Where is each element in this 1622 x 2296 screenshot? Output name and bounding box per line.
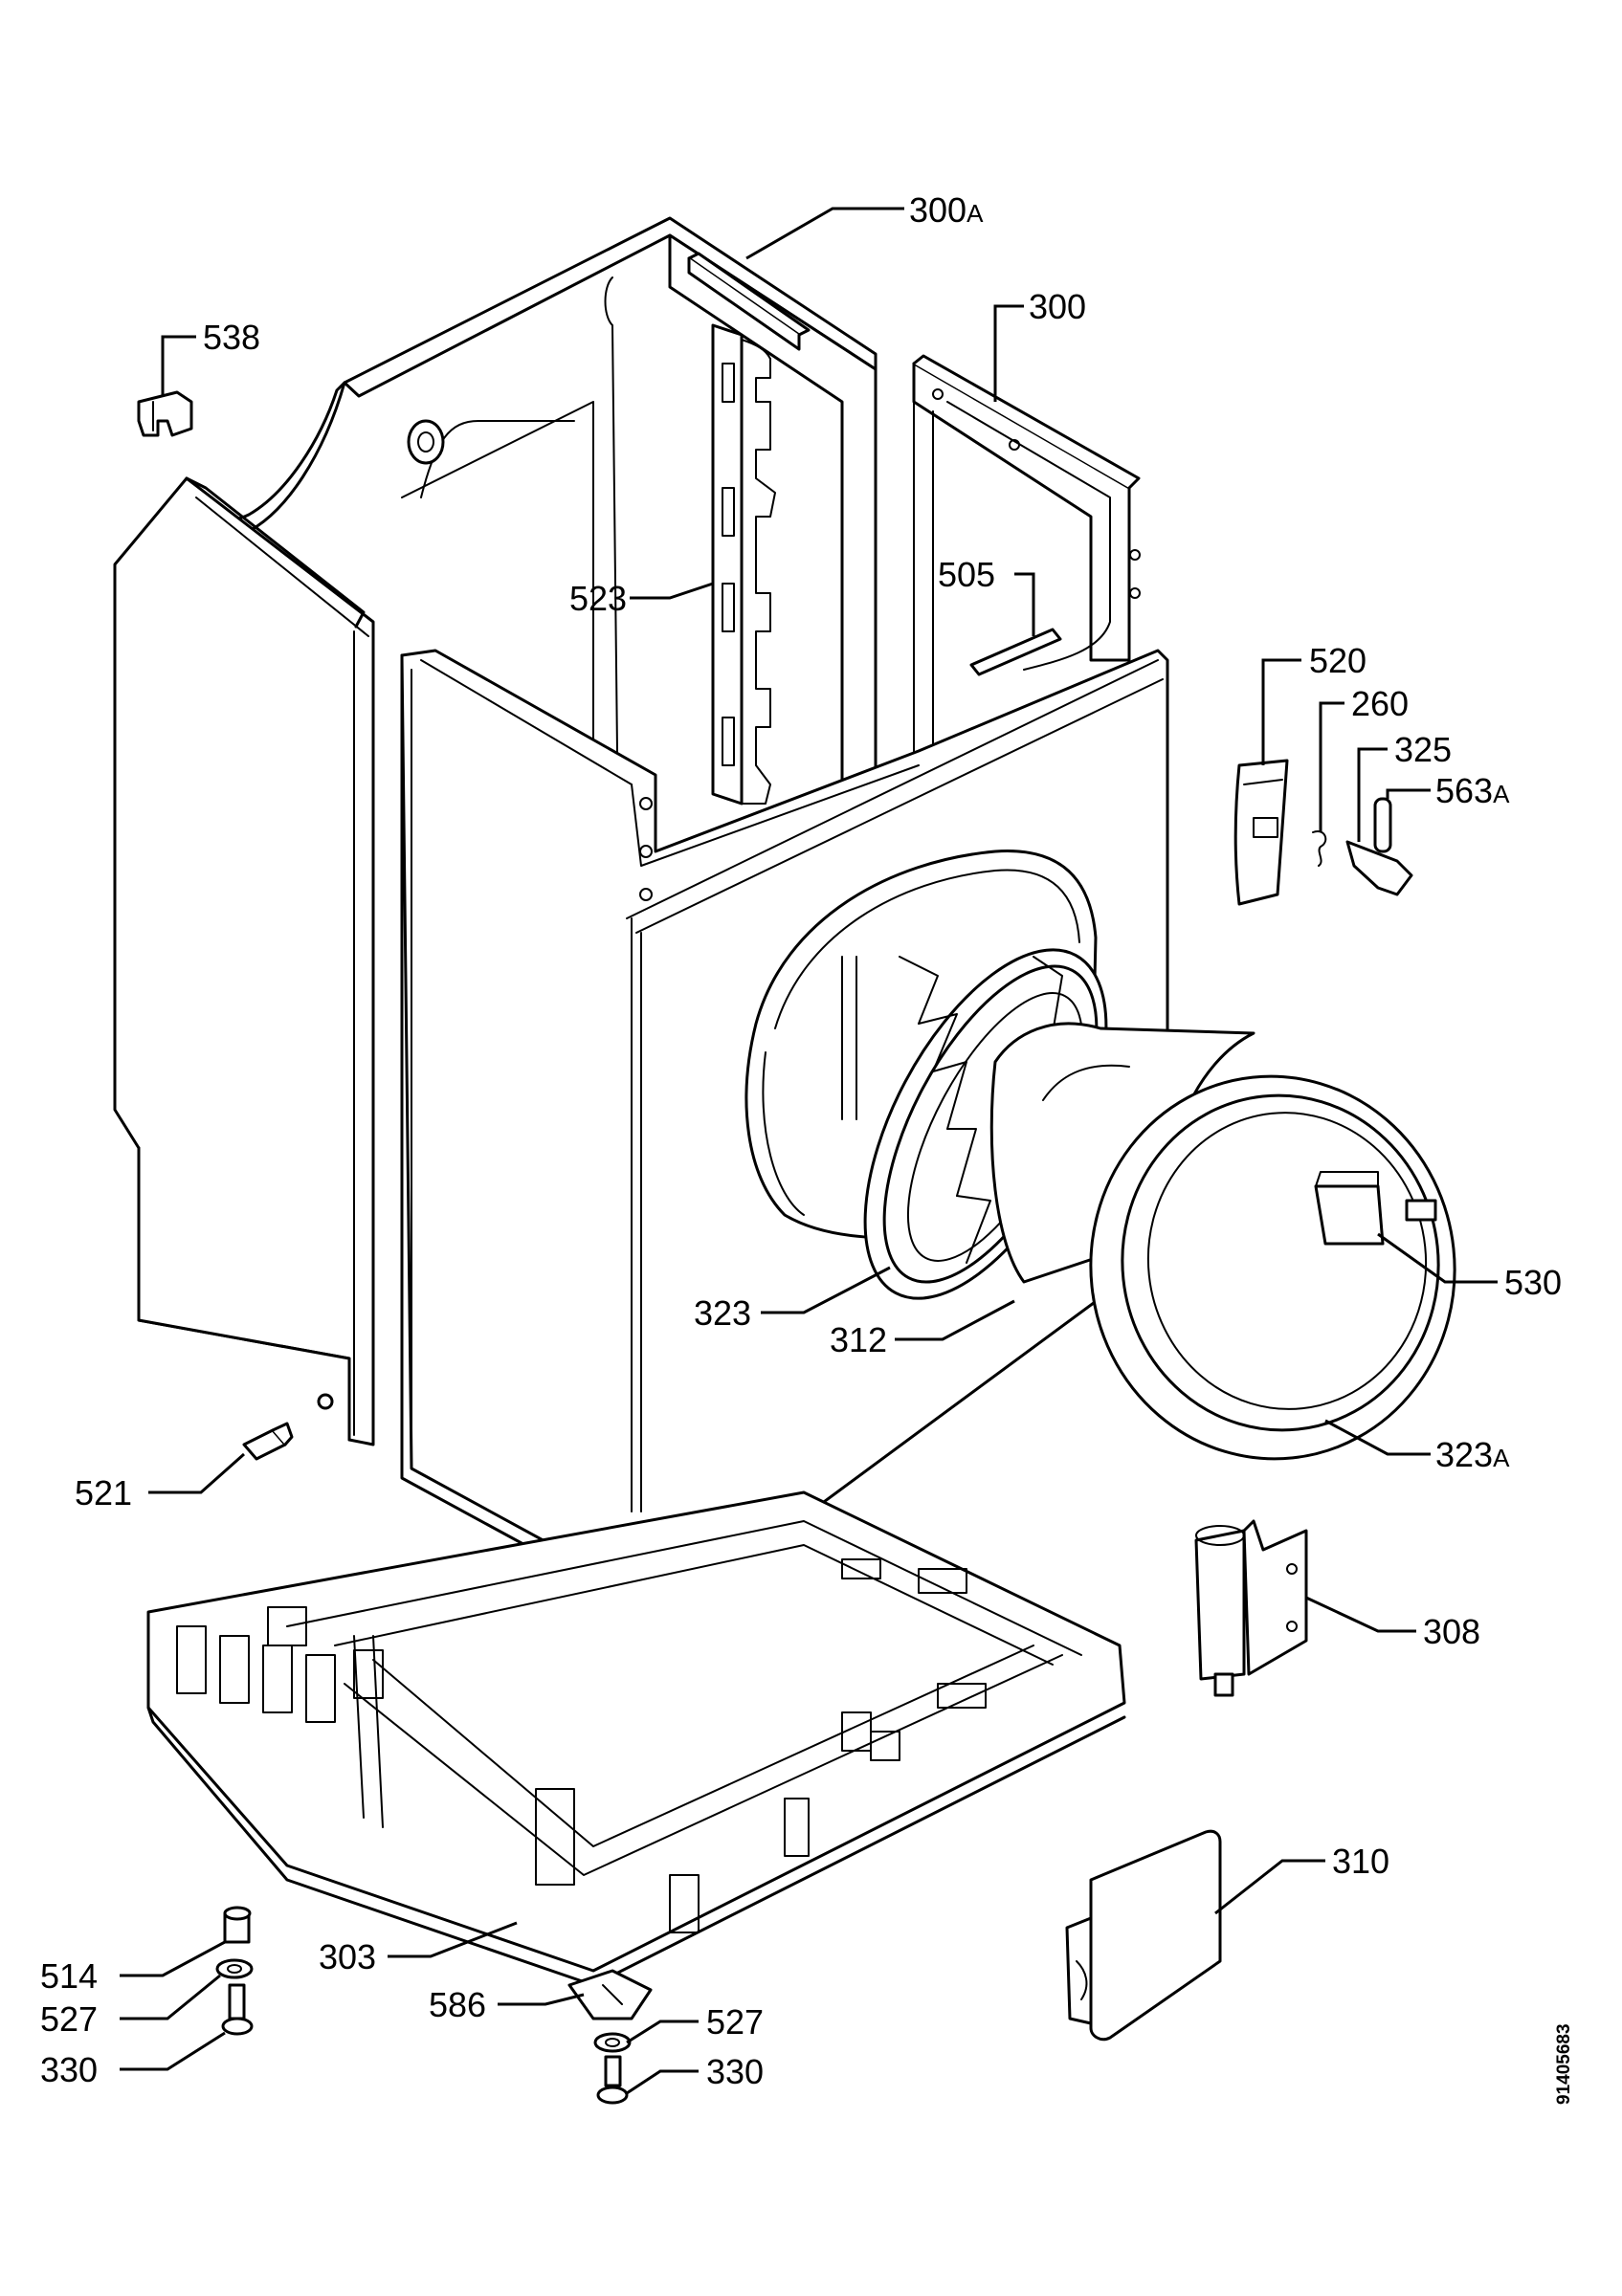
label-521: 521 <box>75 1473 132 1512</box>
label-310: 310 <box>1332 1842 1389 1881</box>
label-514: 514 <box>40 1956 98 1996</box>
rail-523-drawing <box>711 323 776 806</box>
right-frame-drawing <box>912 354 1141 910</box>
base-303-drawing <box>146 1490 1126 1987</box>
label-260: 260 <box>1351 684 1409 723</box>
label-308: 308 <box>1423 1612 1480 1651</box>
label-330-left: 330 <box>40 2050 98 2089</box>
screw-521-drawing <box>242 1422 294 1461</box>
foot-left-drawing <box>215 1906 254 2036</box>
label-303: 303 <box>319 1937 376 1976</box>
leader-lines <box>120 207 1498 2095</box>
cover-310-drawing <box>1065 1829 1222 2042</box>
label-312: 312 <box>830 1320 887 1359</box>
drawing-code: 91405683 <box>1554 2023 1574 2105</box>
left-side-panel-drawing <box>113 476 375 1446</box>
label-586: 586 <box>429 1985 486 2024</box>
callout-labels: 300A 300 538 505 523 520 260 325 563A 53… <box>40 190 1574 2105</box>
hinge-308-drawing <box>1194 1519 1308 1697</box>
label-563a: 563A <box>1435 771 1510 810</box>
label-527-right: 527 <box>706 2002 764 2042</box>
clip-538-drawing <box>137 390 193 437</box>
label-523: 523 <box>569 579 627 618</box>
label-300: 300 <box>1029 287 1086 326</box>
label-520: 520 <box>1309 641 1366 680</box>
lever-325-drawing <box>1345 840 1413 896</box>
spring-260-drawing <box>1312 830 1327 867</box>
label-330-right: 330 <box>706 2052 764 2091</box>
pin-563a-drawing <box>1373 797 1392 853</box>
label-323: 323 <box>694 1293 751 1333</box>
label-323a: 323A <box>1435 1435 1510 1474</box>
label-325: 325 <box>1394 730 1452 769</box>
label-530: 530 <box>1504 1263 1562 1302</box>
label-300a: 300A <box>909 190 984 230</box>
latch-plate-520-drawing <box>1233 759 1289 906</box>
foot-right-drawing <box>567 1969 653 2105</box>
label-505: 505 <box>938 555 995 594</box>
label-538: 538 <box>203 318 260 357</box>
label-527-left: 527 <box>40 1999 98 2039</box>
door-assembly-drawing <box>863 948 1456 1461</box>
